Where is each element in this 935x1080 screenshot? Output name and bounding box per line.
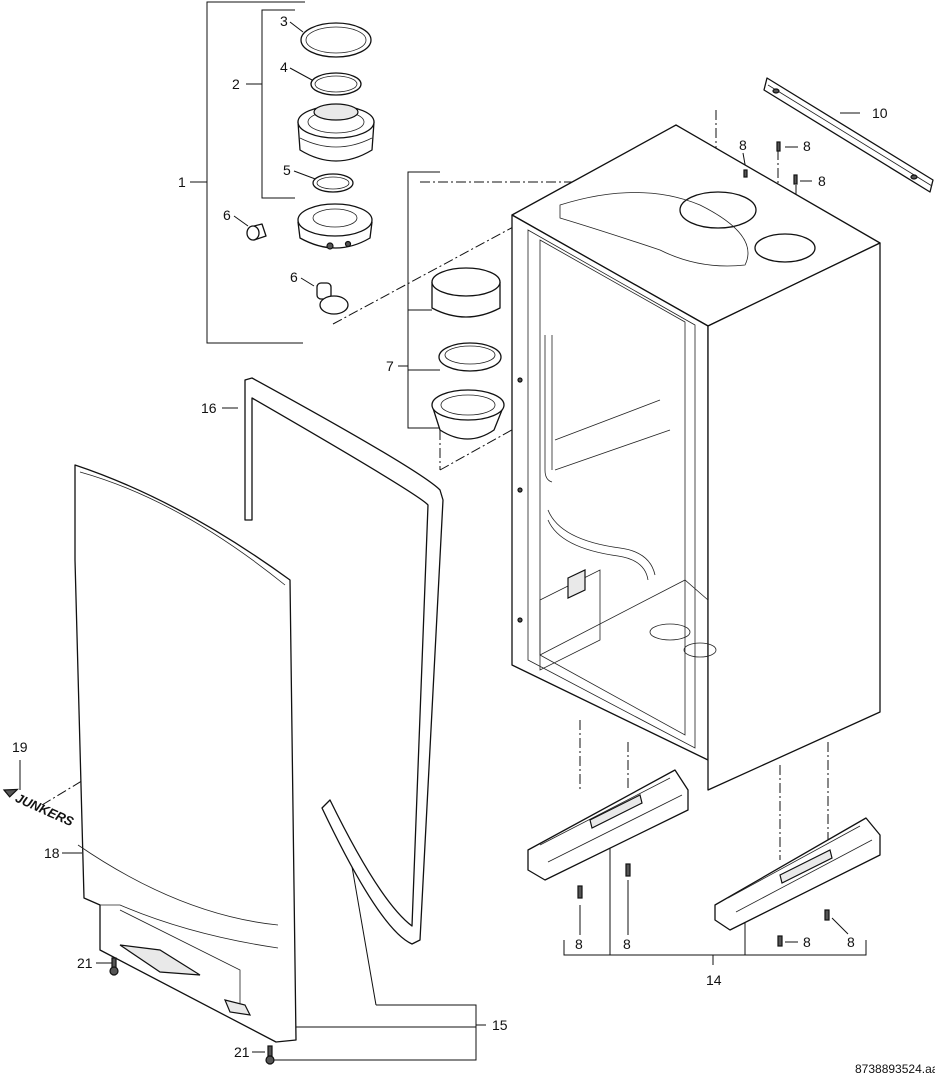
label-16: 16 bbox=[201, 400, 217, 416]
flue-adapter-7 bbox=[431, 389, 505, 440]
front-gasket bbox=[244, 377, 444, 945]
screw-icon bbox=[824, 909, 830, 921]
test-point-plug-upper bbox=[246, 223, 267, 241]
label-15: 15 bbox=[492, 1017, 508, 1033]
screw-icon bbox=[777, 935, 783, 947]
drawing-code: 8738893524.aa bbox=[855, 1062, 935, 1076]
label-10: 10 bbox=[872, 105, 888, 121]
logo-text: JUNKERS bbox=[13, 790, 76, 829]
flue-cap bbox=[431, 267, 501, 318]
flue-ring-7 bbox=[438, 342, 502, 372]
label-21-upper: 21 bbox=[77, 955, 93, 971]
label-3: 3 bbox=[280, 13, 288, 29]
label-21-lower: 21 bbox=[234, 1044, 250, 1060]
screw-icon bbox=[743, 169, 748, 178]
leader-lines bbox=[19, 1, 867, 1061]
flue-o-ring-medium bbox=[312, 173, 354, 193]
label-18: 18 bbox=[44, 845, 60, 861]
mounting-rail bbox=[763, 77, 934, 193]
label-8-foot-3: 8 bbox=[803, 934, 811, 950]
panel-screw-lower bbox=[265, 1045, 275, 1065]
label-8-top-right-2: 8 bbox=[818, 173, 826, 189]
label-5: 5 bbox=[283, 162, 291, 178]
label-2: 2 bbox=[232, 76, 240, 92]
label-8-foot-2: 8 bbox=[623, 936, 631, 952]
part-labels: 1 2 3 4 5 6 6 7 8 8 8 8 8 8 8 10 14 15 1… bbox=[12, 13, 888, 1060]
label-8-foot-1: 8 bbox=[575, 936, 583, 952]
screw-icon bbox=[577, 885, 583, 899]
flue-seal-ring bbox=[300, 22, 372, 58]
mounting-foot-left bbox=[527, 769, 689, 881]
screw-icon bbox=[776, 141, 781, 152]
screw-icon bbox=[625, 863, 631, 877]
flue-collar bbox=[297, 203, 373, 250]
flue-o-ring-small bbox=[310, 72, 362, 96]
panel-screw-upper bbox=[109, 957, 119, 976]
screws bbox=[577, 141, 830, 947]
mounting-foot-right bbox=[714, 817, 881, 931]
screw-icon bbox=[793, 174, 798, 185]
flue-adapter-body bbox=[297, 103, 375, 162]
label-4: 4 bbox=[280, 59, 288, 75]
label-6-upper: 6 bbox=[223, 207, 231, 223]
label-7: 7 bbox=[386, 358, 394, 374]
label-8-top: 8 bbox=[739, 137, 747, 153]
label-8-foot-4: 8 bbox=[847, 934, 855, 950]
label-19: 19 bbox=[12, 739, 28, 755]
label-8-top-right-1: 8 bbox=[803, 138, 811, 154]
front-panel bbox=[74, 464, 297, 1043]
label-6-lower: 6 bbox=[290, 269, 298, 285]
label-14: 14 bbox=[706, 972, 722, 988]
label-1: 1 bbox=[178, 174, 186, 190]
test-point-plug-lower bbox=[316, 282, 349, 315]
boiler-casing bbox=[511, 124, 881, 791]
